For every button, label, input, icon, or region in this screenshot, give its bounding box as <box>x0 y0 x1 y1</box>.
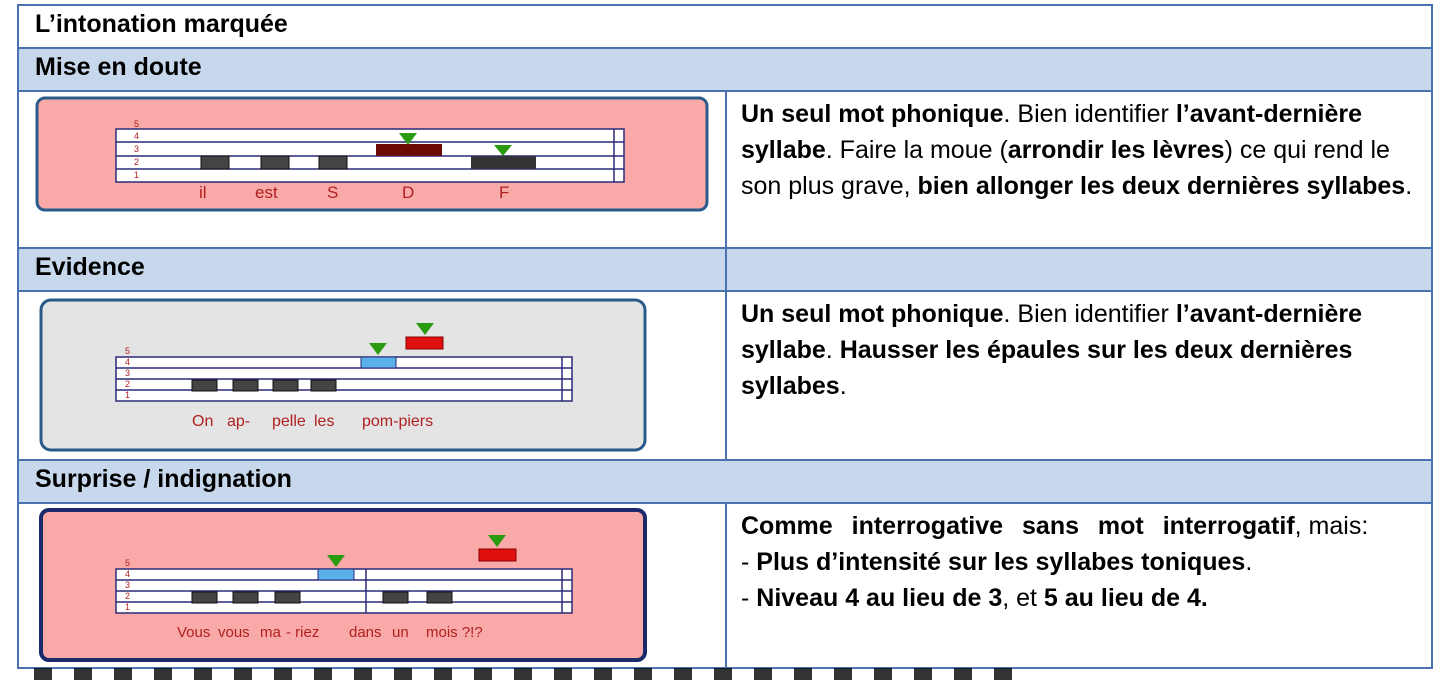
svg-text:est: est <box>255 183 278 202</box>
description-evidence: Un seul mot phonique. Bien identifier l’… <box>725 290 1433 461</box>
svg-text:Vous: Vous <box>177 624 210 641</box>
syllable-note-high <box>376 144 442 156</box>
svg-text:mois ?!?: mois ?!? <box>426 624 483 641</box>
level-label: 5 <box>134 119 139 129</box>
stress-marker-icon <box>494 145 512 156</box>
svg-text:3: 3 <box>125 368 130 378</box>
svg-text:On: On <box>192 413 213 430</box>
svg-text:- riez: - riez <box>286 624 319 641</box>
svg-text:1: 1 <box>125 602 130 612</box>
svg-text:5: 5 <box>125 558 130 568</box>
cropped-text-line <box>34 668 1034 680</box>
stress-marker-icon <box>369 343 387 355</box>
stress-marker-icon <box>399 133 417 145</box>
svg-text:pom-piers: pom-piers <box>362 413 433 430</box>
syllable-note <box>200 155 230 170</box>
svg-text:S: S <box>327 183 338 202</box>
svg-text:il: il <box>199 183 207 202</box>
svg-text:vous: vous <box>218 624 250 641</box>
section-heading: Evidence <box>17 247 727 292</box>
svg-text:pelle: pelle <box>272 413 306 430</box>
svg-text:4: 4 <box>134 131 139 141</box>
svg-text:un: un <box>392 624 409 641</box>
section-heading: Mise en doute <box>17 47 1433 92</box>
svg-text:4: 4 <box>125 569 130 579</box>
svg-text:5: 5 <box>125 346 130 356</box>
stress-marker-icon <box>488 535 506 547</box>
section-heading: Surprise / indignation <box>17 459 1433 504</box>
svg-text:D: D <box>402 183 414 202</box>
description-surprise: Comme interrogative sans mot interrogati… <box>725 502 1433 669</box>
svg-text:2: 2 <box>125 591 130 601</box>
svg-text:1: 1 <box>134 170 139 180</box>
svg-text:ap-: ap- <box>227 413 250 430</box>
svg-text:1: 1 <box>125 390 130 400</box>
svg-text:dans: dans <box>349 624 382 641</box>
description-doute: Un seul mot phonique. Bien identifier l’… <box>725 90 1433 249</box>
svg-text:3: 3 <box>125 580 130 590</box>
svg-text:3: 3 <box>134 144 139 154</box>
svg-text:F: F <box>499 183 509 202</box>
stress-marker-icon <box>416 323 434 335</box>
svg-text:ma: ma <box>260 624 281 641</box>
stress-marker-icon <box>327 555 345 567</box>
svg-text:les: les <box>314 413 334 430</box>
svg-text:2: 2 <box>134 157 139 167</box>
svg-text:2: 2 <box>125 379 130 389</box>
table-title: L’intonation marquée <box>17 4 1433 49</box>
syllable-note <box>471 156 536 169</box>
staff-diagram-doute: 5 4 3 2 1 il est S D F <box>17 90 727 249</box>
svg-text:4: 4 <box>125 357 130 367</box>
